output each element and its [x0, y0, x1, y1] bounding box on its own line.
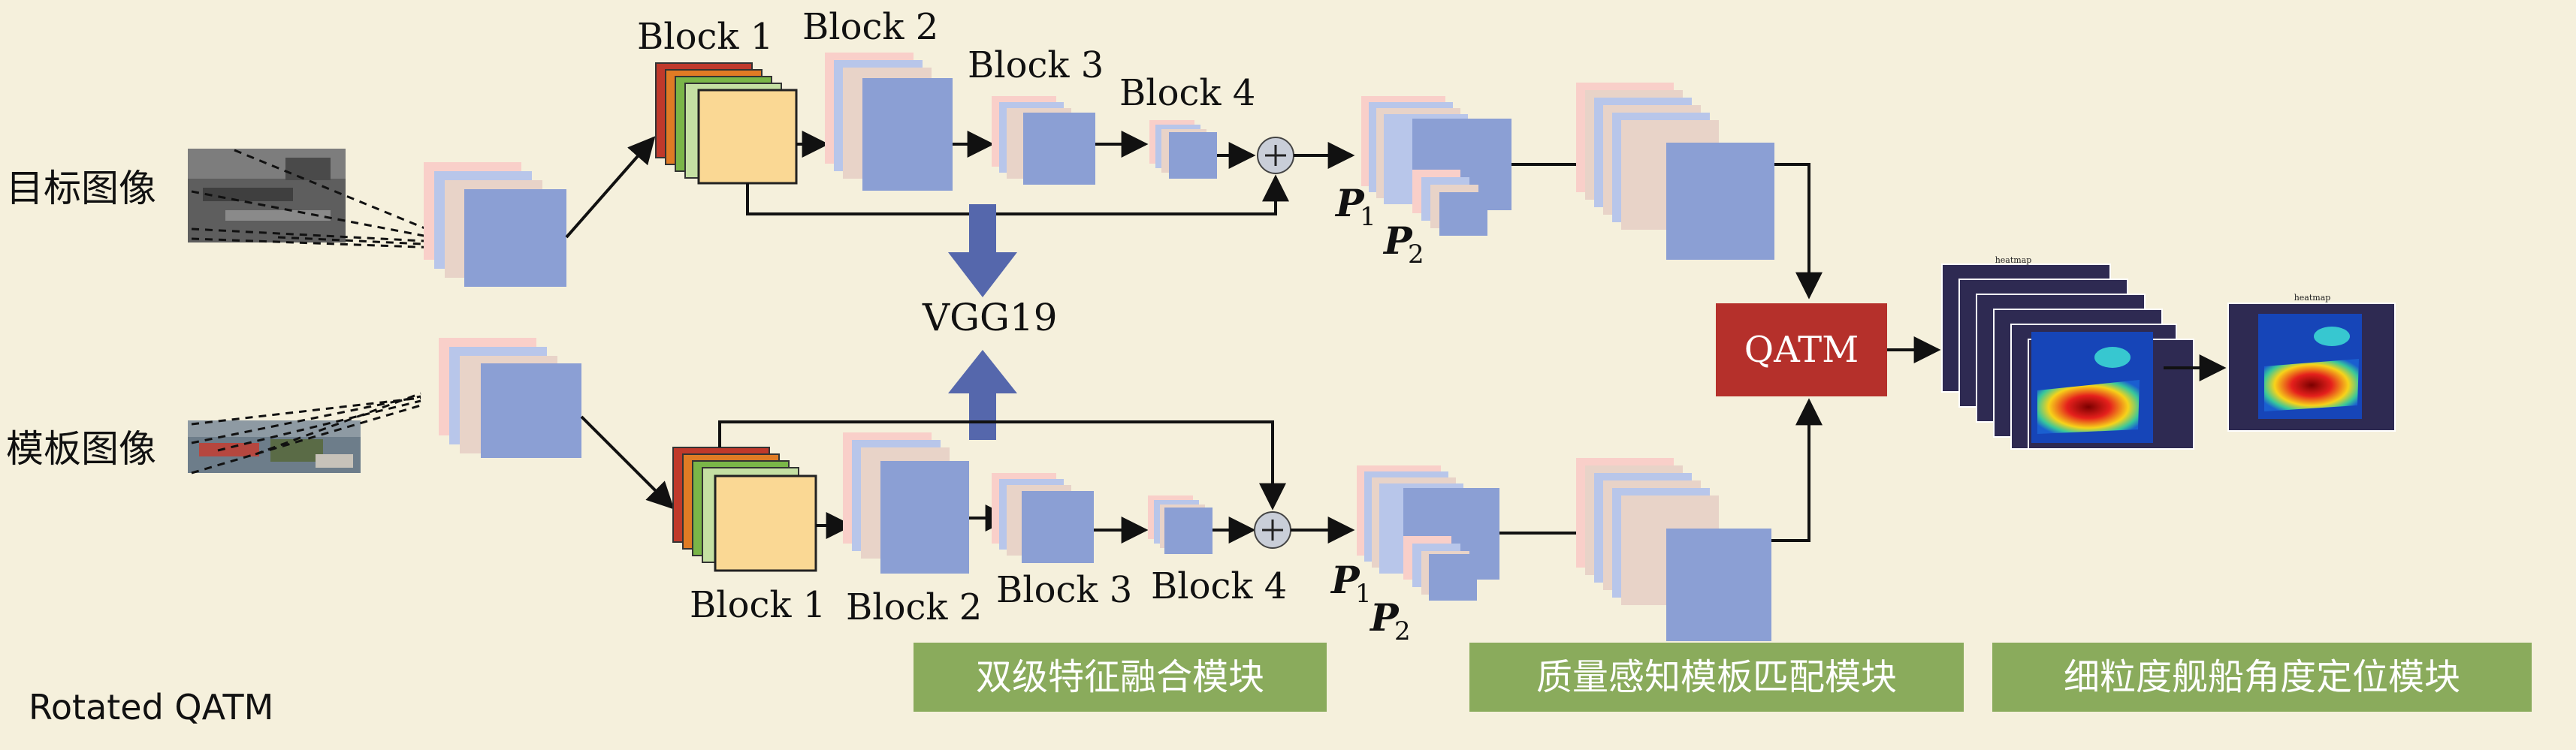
bottom-matching-stack [1576, 458, 1771, 641]
arrow-top-to-qatm [1774, 163, 1823, 300]
top-feature-pyramid [1361, 96, 1511, 236]
top-p2-label: P 2 [1382, 218, 1424, 270]
bottom-block1-label: Block 1 [690, 584, 826, 626]
bottom-skip-connection [718, 420, 1286, 511]
top-skip-connection [746, 174, 1289, 215]
final-heatmap [2227, 303, 2396, 432]
svg-text:1: 1 [1360, 202, 1376, 232]
target-image-label: 目标图像 [6, 167, 156, 210]
svg-text:P: P [1330, 558, 1360, 602]
model-name: Rotated QATM [29, 687, 273, 727]
backbone-up-arrow [948, 350, 1017, 440]
final-heatmap-caption: heatmap [2294, 293, 2331, 303]
target-input-stack [424, 162, 566, 287]
module-label-dual-fusion: 双级特征融合模块 [976, 656, 1264, 698]
module-box-angle-localization [1992, 643, 2532, 712]
heatmap-stack-caption: heatmap [1995, 255, 2032, 265]
bottom-block1 [672, 447, 817, 572]
top-block3-label: Block 3 [968, 44, 1104, 86]
top-matching-stack [1576, 83, 1774, 260]
top-block1-label: Block 1 [637, 16, 773, 58]
bottom-add-node [1254, 511, 1291, 549]
heatmap-stack [1941, 264, 2194, 450]
top-p1-label: P 1 [1334, 181, 1376, 232]
top-block1 [655, 62, 798, 185]
qatm-label: QATM [1744, 329, 1859, 371]
top-block2-label: Block 2 [802, 6, 938, 48]
top-block4 [1149, 120, 1217, 179]
template-projection-lines [191, 392, 421, 474]
bottom-p1-label: P 1 [1330, 558, 1372, 609]
top-add-node [1257, 137, 1294, 174]
bottom-feature-pyramid [1357, 465, 1499, 601]
arrow-target-to-block1 [565, 136, 656, 239]
module-box-dual-fusion [914, 643, 1327, 712]
top-block4-label: Block 4 [1119, 72, 1255, 114]
backbone-down-arrow [948, 204, 1017, 297]
svg-text:P: P [1334, 181, 1365, 225]
svg-text:P: P [1382, 218, 1413, 263]
bottom-p2-label: P 2 [1369, 595, 1411, 646]
target-image-thumbnail [188, 149, 346, 242]
module-box-quality-matching [1469, 643, 1964, 712]
bottom-block2-label: Block 2 [846, 586, 982, 628]
svg-text:P: P [1369, 595, 1400, 640]
template-image-label: 模板图像 [6, 427, 156, 471]
backbone-label: VGG19 [922, 296, 1058, 339]
svg-text:2: 2 [1408, 239, 1424, 270]
arrow-template-to-block1 [580, 415, 675, 510]
svg-text:2: 2 [1394, 616, 1411, 646]
top-block2 [825, 53, 953, 191]
bottom-block3-label: Block 3 [996, 569, 1132, 611]
top-block3 [992, 96, 1095, 185]
target-projection-lines [191, 149, 440, 249]
svg-text:1: 1 [1355, 579, 1372, 609]
bottom-block4 [1148, 495, 1213, 554]
module-label-angle-localization: 细粒度舰船角度定位模块 [2064, 656, 2460, 698]
qatm-box [1716, 303, 1887, 396]
bottom-block2 [843, 432, 969, 574]
module-label-quality-matching: 质量感知模板匹配模块 [1536, 656, 1897, 698]
bottom-block4-label: Block 4 [1151, 565, 1287, 607]
template-input-stack [439, 338, 581, 458]
bottom-block3 [992, 473, 1094, 563]
arrow-bottom-to-qatm [1771, 398, 1823, 542]
